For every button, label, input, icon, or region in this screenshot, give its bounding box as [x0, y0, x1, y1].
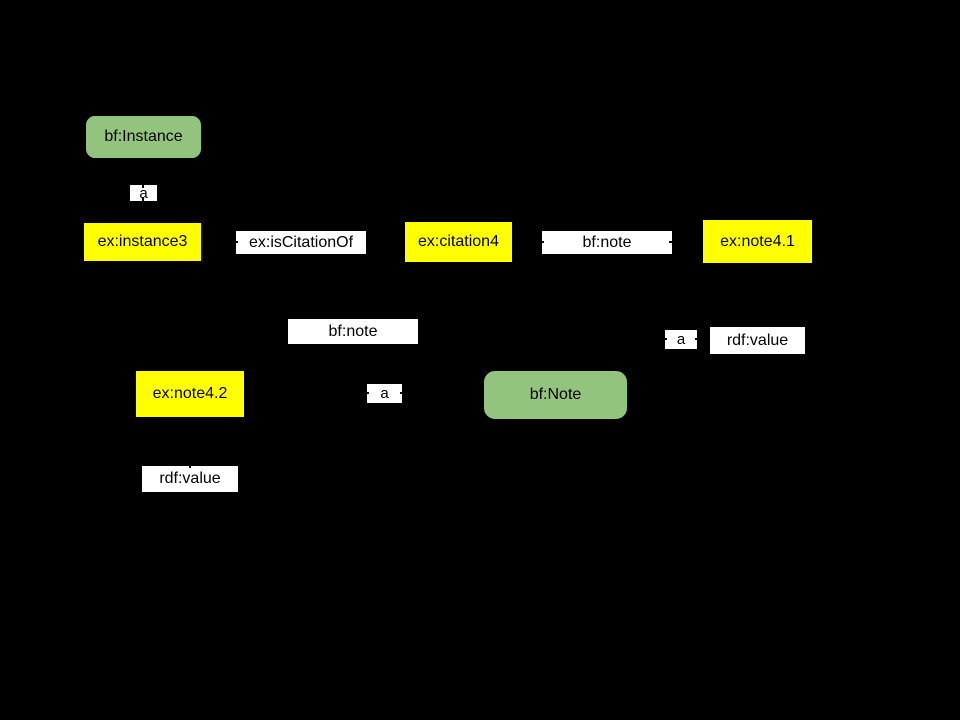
node-bf-note: bf:Note — [483, 370, 628, 420]
node-bf-instance: bf:Instance — [85, 115, 202, 159]
edge-stub — [142, 181, 144, 188]
edge-label-bf-note-top: bf:note — [542, 231, 672, 254]
edge-stub — [142, 197, 144, 205]
edge-label-rdf-value-left: rdf:value — [142, 466, 238, 492]
edge-stub — [695, 338, 704, 340]
edge-stub — [658, 338, 667, 340]
edge-label-bf-note-middle: bf:note — [288, 319, 418, 344]
edge-label-rdf-value-right: rdf:value — [710, 327, 805, 354]
edge-stub — [189, 461, 191, 468]
edge-stub — [535, 241, 544, 243]
node-ex-note4-2: ex:note4.2 — [135, 370, 245, 418]
edge-label-ex-iscitationof: ex:isCitationOf — [236, 231, 366, 254]
edge-label-a-note4-1: a — [665, 330, 697, 349]
edge-stub — [359, 392, 369, 394]
node-ex-citation4: ex:citation4 — [404, 221, 513, 263]
edge-label-a-instance3: a — [130, 185, 157, 202]
edge-stub — [669, 241, 678, 243]
edge-stub — [400, 392, 410, 394]
node-ex-instance3: ex:instance3 — [83, 222, 202, 262]
edge-stub — [230, 241, 238, 243]
node-ex-note4-1: ex:note4.1 — [702, 219, 813, 264]
edge-label-a-note4-2: a — [367, 384, 402, 403]
